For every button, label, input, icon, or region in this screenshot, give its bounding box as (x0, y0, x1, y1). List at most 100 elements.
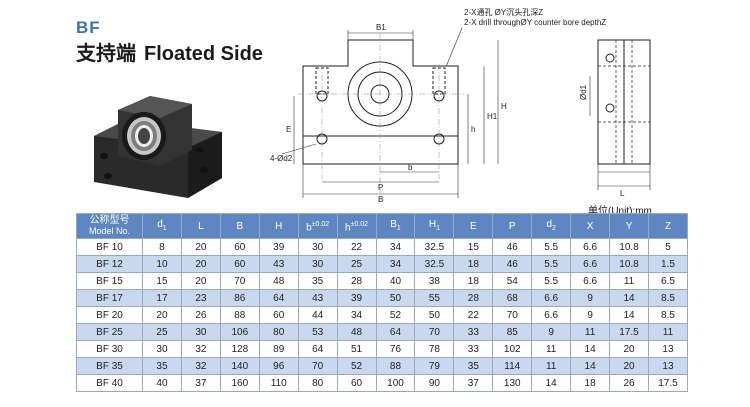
column-header: d2 (531, 213, 572, 239)
value-cell: 14 (531, 374, 572, 392)
model-cell: BF 10 (76, 238, 143, 256)
column-header-en: Model No. (88, 226, 131, 236)
value-cell: 32.5 (414, 238, 455, 256)
column-header: b±0.02 (297, 213, 338, 239)
value-cell: 22 (453, 306, 494, 324)
value-cell: 18 (570, 374, 611, 392)
column-header-text: b (306, 222, 312, 234)
value-cell: 1.5 (647, 255, 689, 273)
value-cell: 17 (142, 289, 182, 307)
column-header-text: Z (664, 220, 672, 232)
note-chinese: 2-X通孔 ØY沉头孔深Z (464, 7, 543, 17)
dim-p: P (378, 183, 383, 192)
note-english: 2-X drill throughØY counter bore depthZ (464, 18, 606, 27)
value-cell: 20 (142, 306, 182, 324)
value-cell: 26 (180, 306, 221, 324)
value-cell: 88 (219, 306, 260, 324)
value-cell: 52 (375, 306, 416, 324)
value-cell: 11 (531, 357, 572, 375)
value-cell: 15 (142, 272, 182, 290)
column-header-subscript: 2 (552, 224, 556, 232)
value-cell: 10.8 (609, 238, 649, 256)
column-header: E (453, 213, 494, 239)
value-cell: 40 (375, 272, 416, 290)
value-cell: 32 (180, 340, 221, 358)
value-cell: 28 (453, 289, 494, 307)
column-header-subscript: 1 (396, 224, 401, 232)
value-cell: 11 (570, 323, 611, 341)
value-cell: 33 (453, 340, 494, 358)
model-cell: BF 25 (76, 323, 143, 341)
value-cell: 33 (453, 323, 494, 341)
model-cell: BF 35 (76, 357, 143, 375)
value-cell: 70 (219, 272, 260, 290)
value-cell: 64 (375, 323, 416, 341)
value-cell: 23 (180, 289, 221, 307)
column-header-text: P (508, 220, 516, 232)
value-cell: 30 (142, 340, 182, 358)
value-cell: 114 (492, 357, 533, 375)
value-cell: 60 (219, 255, 260, 273)
value-cell: 48 (258, 272, 299, 290)
value-cell: 90 (414, 374, 455, 392)
value-cell: 6.6 (570, 272, 611, 290)
value-cell: 28 (336, 272, 377, 290)
value-cell: 5.5 (531, 238, 572, 256)
column-header-text: B (236, 220, 244, 232)
value-cell: 10 (142, 255, 182, 273)
title-english: Floated Side (144, 43, 263, 65)
title-chinese: 支持端 (76, 43, 136, 65)
value-cell: 35 (142, 357, 182, 375)
column-header-text: h (345, 222, 351, 234)
value-cell: 43 (297, 289, 338, 307)
value-cell: 70 (492, 306, 533, 324)
model-cell: BF 30 (76, 340, 143, 358)
value-cell: 51 (336, 340, 377, 358)
value-cell: 20 (180, 255, 221, 273)
value-cell: 8 (142, 238, 182, 256)
value-cell: 14 (609, 289, 649, 307)
column-header-text: d (157, 218, 163, 230)
value-cell: 32 (180, 357, 221, 375)
column-header: B1 (375, 213, 416, 239)
column-header-superscript: ±0.02 (350, 220, 369, 228)
model-cell: BF 40 (76, 374, 143, 392)
column-header-text: B (390, 218, 397, 230)
value-cell: 60 (258, 306, 299, 324)
column-header-text: d (546, 218, 552, 230)
value-cell: 50 (375, 289, 416, 307)
column-header-text: X (586, 220, 594, 232)
value-cell: 20 (180, 238, 221, 256)
value-cell: 39 (336, 289, 377, 307)
value-cell: 46 (492, 238, 533, 256)
dim-h: h (471, 125, 475, 134)
dim-e: E (286, 125, 291, 134)
value-cell: 8.5 (647, 306, 689, 324)
column-header: X (570, 213, 611, 239)
value-cell: 88 (375, 357, 416, 375)
product-photo (94, 96, 222, 198)
value-cell: 64 (297, 340, 338, 358)
value-cell: 78 (414, 340, 455, 358)
value-cell: 11 (647, 323, 689, 341)
value-cell: 60 (219, 238, 260, 256)
value-cell: 160 (219, 374, 260, 392)
value-cell: 13 (647, 340, 689, 358)
value-cell: 13 (647, 357, 689, 375)
value-cell: 32.5 (414, 255, 455, 273)
value-cell: 20 (609, 340, 649, 358)
value-cell: 14 (570, 357, 611, 375)
value-cell: 18 (453, 272, 494, 290)
value-cell: 64 (258, 289, 299, 307)
value-cell: 30 (297, 255, 338, 273)
value-cell: 34 (375, 255, 416, 273)
value-cell: 22 (336, 238, 377, 256)
technical-drawing: 2-X通孔 ØY沉头孔深Z 2-X drill throughØY counte… (270, 7, 651, 204)
